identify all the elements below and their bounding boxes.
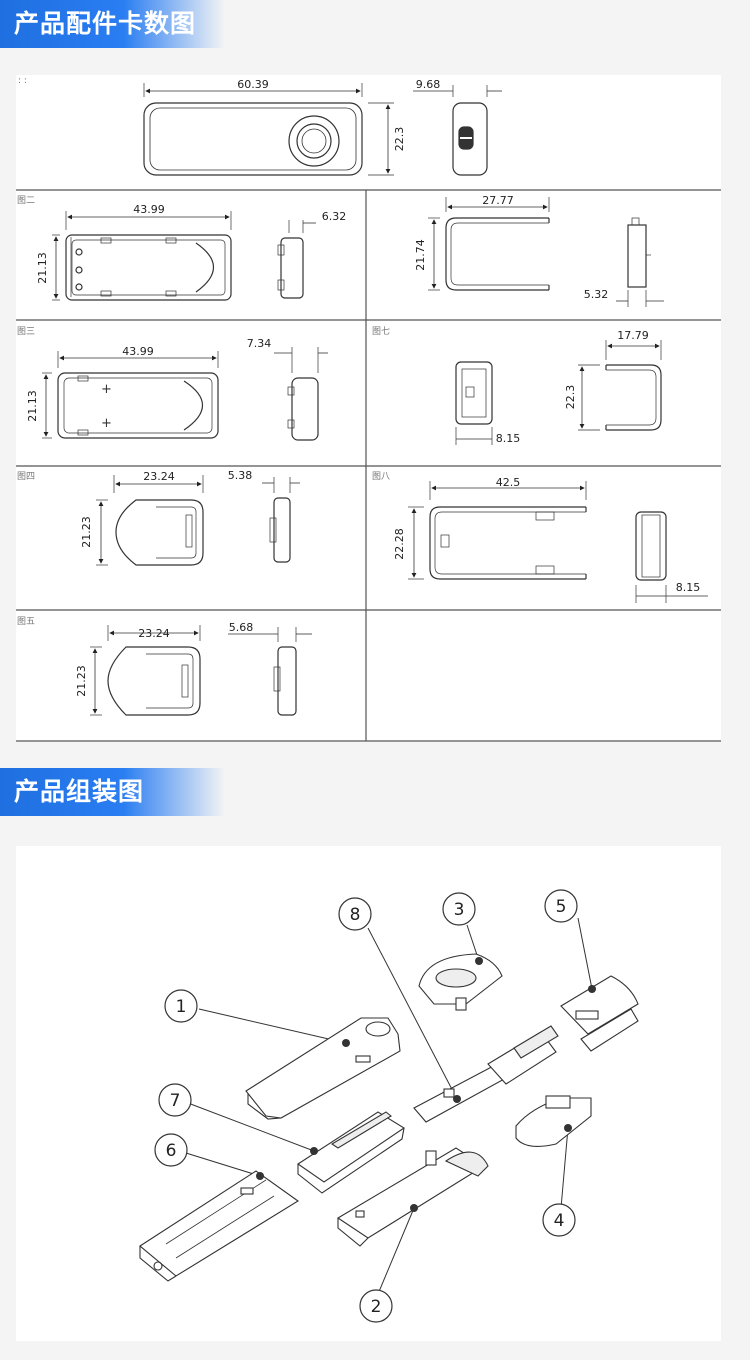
fig4-thickness: 5.38 — [228, 469, 253, 482]
fig2-height: 21.13 — [36, 252, 49, 284]
fig8-thickness: 8.15 — [676, 581, 701, 594]
figure-6 — [428, 197, 664, 307]
svg-text:+: + — [101, 382, 112, 397]
fig2-label: 图二 — [17, 195, 35, 206]
part-7-marker — [310, 1147, 318, 1155]
part-3-marker — [475, 957, 483, 965]
svg-text:5: 5 — [556, 897, 567, 917]
fig7-thickness: 8.15 — [496, 432, 521, 445]
fig8-height: 22.28 — [393, 528, 406, 560]
callout-6: 6 — [154, 1133, 188, 1167]
fig8-length: 42.5 — [496, 476, 521, 489]
part-4-marker — [564, 1124, 572, 1132]
svg-text:1: 1 — [176, 997, 187, 1017]
part-6-marker — [256, 1172, 264, 1180]
callout-2: 2 — [359, 1289, 393, 1323]
assembly-diagram-panel: 1 2 3 4 5 6 7 8 — [16, 846, 721, 1341]
svg-text:7: 7 — [170, 1091, 181, 1111]
part-8-marker — [453, 1095, 461, 1103]
dimension-drawings-svg: : : 60.39 22.3 9.68 图二 — [16, 76, 721, 742]
part-8-pcb — [413, 1025, 559, 1123]
part-6-casing — [139, 1170, 299, 1282]
fig6-height: 21.74 — [414, 239, 427, 271]
callout-8: 8 — [338, 897, 372, 931]
fig1-thickness: 9.68 — [416, 78, 441, 91]
fig5-thickness: 5.68 — [229, 621, 254, 634]
figure-4 — [96, 475, 300, 566]
figure-8 — [408, 481, 708, 603]
svg-text:+: + — [101, 416, 112, 431]
part-2-base — [336, 1147, 489, 1247]
fig3-thickness: 7.34 — [247, 337, 272, 350]
fig4-height: 21.23 — [80, 516, 93, 548]
part-3-swivel-cap — [418, 953, 503, 1011]
section-title-assembly: 产品组装图 — [0, 768, 225, 816]
fig5-height: 21.23 — [75, 665, 88, 697]
fig7-length: 17.79 — [617, 329, 649, 342]
fig3-length: 43.99 — [122, 345, 154, 358]
part-7-cover — [297, 1111, 406, 1194]
svg-text:6: 6 — [166, 1141, 177, 1161]
fig6-length: 27.77 — [482, 194, 514, 207]
fig5-label: 图五 — [17, 616, 35, 627]
assembly-diagram-svg: 1 2 3 4 5 6 7 8 — [139, 889, 639, 1323]
part-5-marker — [588, 985, 596, 993]
callout-7: 7 — [158, 1083, 192, 1117]
leader-lines — [185, 917, 593, 1295]
callout-1: 1 — [164, 989, 198, 1023]
fig5-length: 23.24 — [138, 627, 170, 640]
fig3-label: 图三 — [17, 326, 35, 337]
figure-3: + + — [42, 347, 328, 441]
part-1-top-cover — [245, 1017, 401, 1120]
svg-text:2: 2 — [371, 1297, 382, 1317]
figure-1 — [143, 83, 502, 176]
part-2-marker — [410, 1204, 418, 1212]
section-title-dimensions: 产品配件卡数图 — [0, 0, 225, 48]
fig6-thickness: 5.32 — [584, 288, 609, 301]
svg-text:4: 4 — [554, 1211, 565, 1231]
fig8-label: 图八 — [372, 471, 390, 482]
fig4-length: 23.24 — [143, 470, 175, 483]
fig2-thickness: 6.32 — [322, 210, 347, 223]
fig4-label: 图四 — [17, 471, 35, 482]
part-4-end-cap — [515, 1095, 592, 1147]
figure-2 — [52, 211, 316, 301]
part-5-end-cap — [560, 975, 639, 1052]
panel-marker: : : — [18, 76, 27, 86]
fig7-label: 图七 — [372, 326, 390, 337]
figure-5 — [90, 625, 312, 716]
fig3-height: 21.13 — [26, 390, 39, 422]
fig2-length: 43.99 — [133, 203, 165, 216]
callout-4: 4 — [542, 1203, 576, 1237]
figure-7 — [455, 340, 662, 445]
callout-5: 5 — [544, 889, 578, 923]
callout-3: 3 — [442, 892, 476, 926]
fig1-height: 22.3 — [393, 127, 406, 152]
part-1-marker — [342, 1039, 350, 1047]
fig7-height: 22.3 — [564, 385, 577, 410]
svg-text:3: 3 — [454, 900, 465, 920]
dimension-drawings-panel: : : 60.39 22.3 9.68 图二 — [16, 75, 721, 742]
grid-lines — [16, 189, 721, 742]
svg-text:8: 8 — [350, 905, 361, 925]
fig1-length: 60.39 — [237, 78, 269, 91]
